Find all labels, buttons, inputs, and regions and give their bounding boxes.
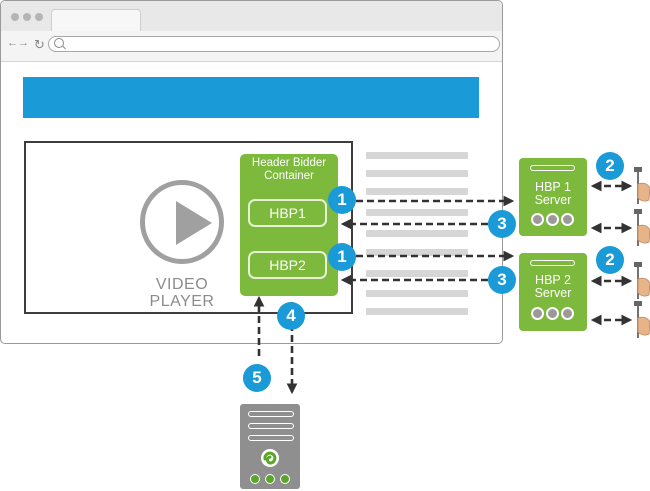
step-1-badge: 1 (328, 243, 356, 271)
text-placeholder (366, 249, 468, 256)
text-placeholder (366, 170, 468, 177)
window-dot-icon (23, 13, 31, 21)
video-player-label: VIDEO PLAYER (130, 276, 234, 310)
step-4-badge: 4 (277, 302, 305, 330)
step-3-badge: 3 (488, 210, 516, 238)
container-title-line2: Container (264, 170, 314, 182)
search-icon (54, 38, 64, 48)
server-label-line1: HBP 1 (535, 180, 571, 194)
ad-server-led-icon (280, 474, 290, 484)
hand-gavel-icon (634, 262, 650, 299)
hbp1-server-label: HBP 1 Server (519, 181, 587, 207)
step-2-badge: 2 (596, 152, 624, 180)
play-icon (140, 180, 224, 264)
text-placeholder (366, 188, 468, 195)
hand-gavel-icon (634, 301, 650, 338)
server-label-line2: Server (534, 286, 572, 300)
server-label-line2: Server (534, 193, 572, 207)
video-label-line2: PLAYER (149, 293, 215, 310)
text-placeholder (366, 270, 468, 277)
step-2-badge: 2 (596, 246, 624, 274)
text-placeholder (366, 230, 468, 237)
play-triangle (176, 201, 212, 245)
container-title-line1: Header Bidder (251, 157, 327, 169)
hand-gavel-icon (634, 167, 650, 204)
server-led-icon (531, 307, 544, 320)
ad-server-slot (248, 423, 294, 429)
server-led-icon (561, 307, 574, 320)
server-label-line1: HBP 2 (535, 273, 571, 287)
browser-tab (51, 9, 141, 32)
ad-server-led-icon (265, 474, 275, 484)
hbp2-box: HBP2 (248, 251, 327, 279)
text-placeholder (366, 308, 468, 315)
ad-server-led-icon (250, 474, 260, 484)
container-title: Header Bidder Container (240, 157, 338, 183)
browser-titlebar (1, 1, 502, 32)
address-bar (48, 36, 500, 52)
server-led-icon (561, 213, 574, 226)
text-placeholder (366, 290, 468, 297)
swirl-logo-icon (261, 449, 279, 467)
text-placeholder (366, 209, 468, 216)
hbp1-box: HBP1 (248, 199, 327, 227)
hand-gavel-icon (634, 209, 650, 246)
server-slot (530, 260, 575, 266)
ad-server-slot (248, 435, 294, 441)
server-led-icon (546, 213, 559, 226)
text-placeholder (366, 152, 468, 159)
video-label-line1: VIDEO (155, 276, 209, 293)
step-1-badge: 1 (328, 186, 356, 214)
step-3-badge: 3 (488, 266, 516, 294)
hbp2-server-label: HBP 2 Server (519, 274, 587, 300)
window-dot-icon (35, 13, 43, 21)
step-5-badge: 5 (243, 364, 271, 392)
page-banner (23, 77, 479, 118)
server-led-icon (546, 307, 559, 320)
ad-server-slot (248, 411, 294, 417)
server-slot (530, 165, 575, 171)
server-led-icon (531, 213, 544, 226)
refresh-icon: ↻ (34, 37, 45, 52)
window-dot-icon (11, 13, 19, 21)
back-forward-arrows-icon: ←→ (7, 37, 29, 49)
